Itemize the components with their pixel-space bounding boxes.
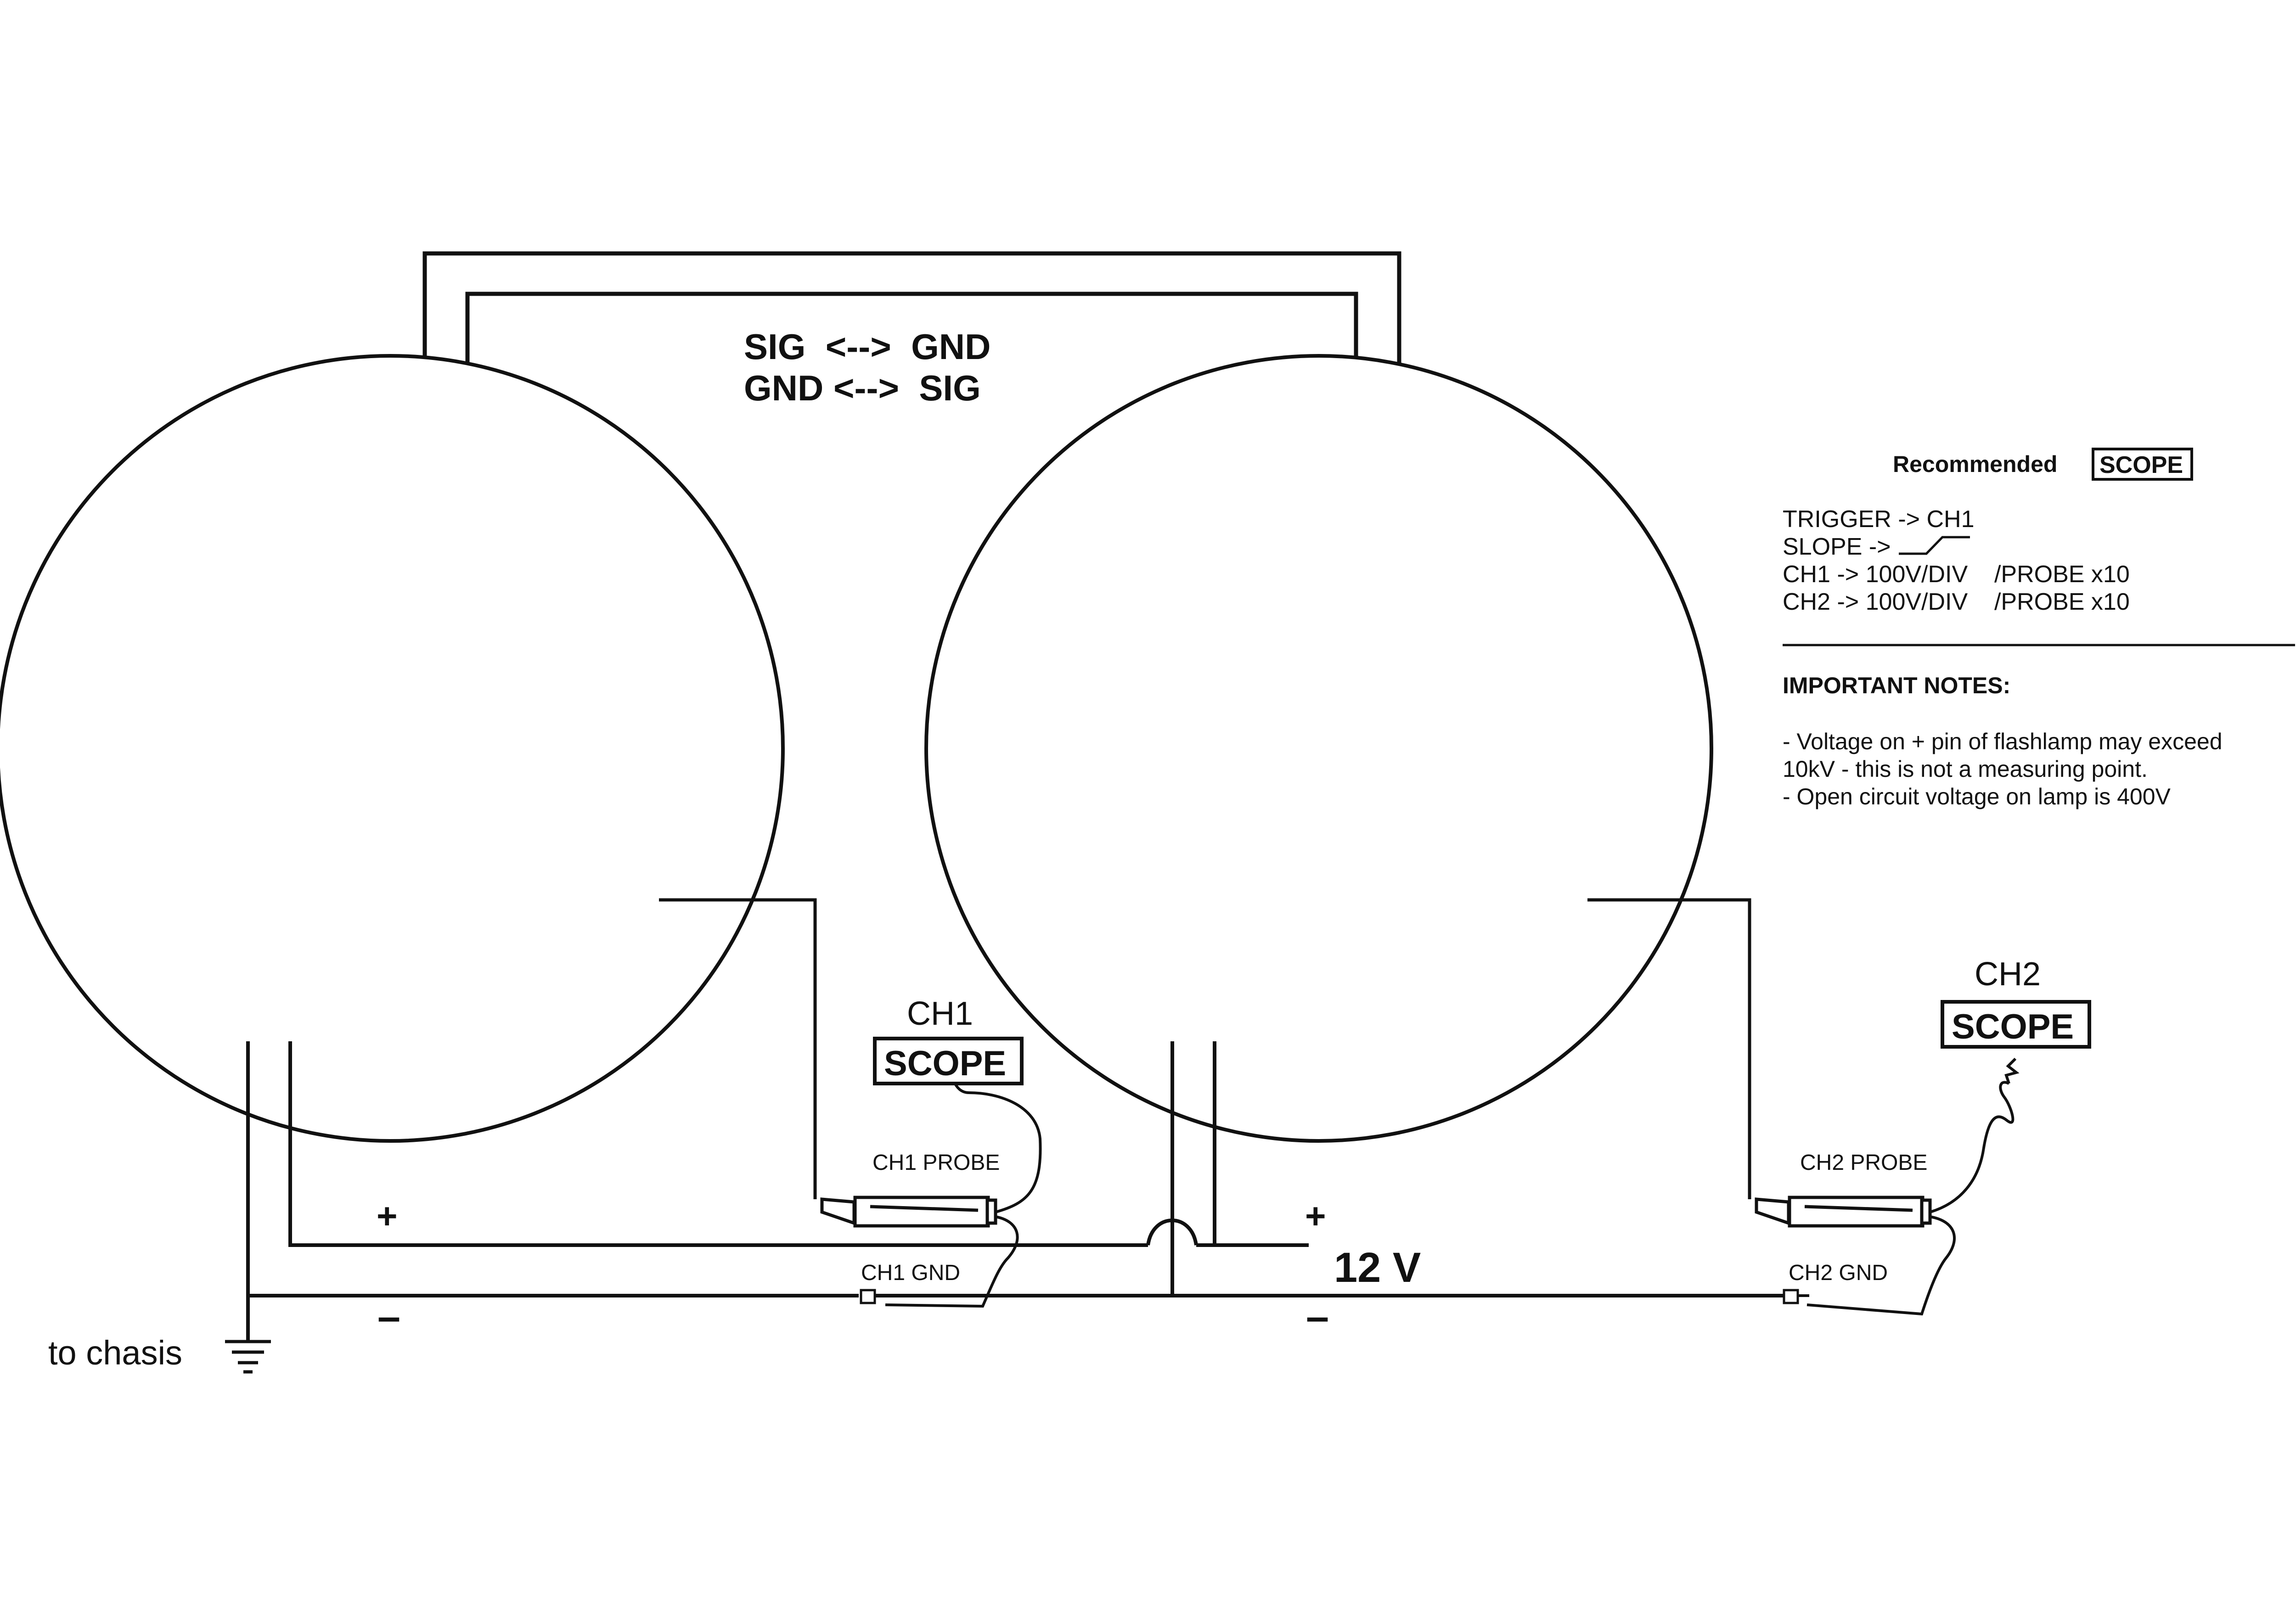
setting-trigger: TRIGGER -> CH1 xyxy=(1783,506,1975,533)
ch1-scope-label: SCOPE xyxy=(884,1044,1006,1083)
ch2-scope-box xyxy=(1941,1000,2091,1049)
plus-label-left: + xyxy=(377,1196,398,1236)
power-wiring xyxy=(246,1041,1784,1341)
notes-panel: Recommended SCOPE TRIGGER -> CH1 SLOPE -… xyxy=(1783,448,2295,809)
ch1-scope-box xyxy=(873,1037,1024,1085)
minus-label-right: – xyxy=(1306,1294,1329,1340)
flashlamp-board-left: KON2 GND SIG xyxy=(0,354,785,1143)
important-line-2: 10kV - this is not a measuring point. xyxy=(1783,756,2148,782)
ch1-title: CH1 xyxy=(907,995,973,1032)
setting-slope: SLOPE -> xyxy=(1783,534,1891,560)
plus-label-right: + xyxy=(1305,1196,1326,1236)
board-outline: KON2 GND SIG xyxy=(0,354,785,1143)
recommended-scope-label: SCOPE xyxy=(2099,452,2183,478)
setting-ch1: CH1 -> 100V/DIV /PROBE x10 xyxy=(1783,561,2130,588)
ch2-gnd-label: CH2 GND xyxy=(1789,1261,1888,1285)
minus-label-left: – xyxy=(377,1294,400,1340)
ch1-gnd-label: CH1 GND xyxy=(861,1261,960,1285)
flashlamp-board-right: KON2 GND SIG xyxy=(924,354,1713,1143)
ch1-probe-label: CH1 PROBE xyxy=(872,1151,1000,1175)
swap-label-line2: GND <--> SIG xyxy=(744,368,981,408)
ch2-scope-label: SCOPE xyxy=(1952,1007,2074,1046)
ch2-probe-label: CH2 PROBE xyxy=(1800,1151,1927,1175)
board-outline: KON2 GND SIG xyxy=(924,354,1713,1143)
voltage-label: 12 V xyxy=(1334,1244,1421,1291)
important-line-3: - Open circuit voltage on lamp is 400V xyxy=(1783,784,2171,809)
recommended-label: Recommended xyxy=(1893,451,2057,477)
recommended-scope-box xyxy=(2092,448,2193,481)
swap-label-line1: SIG <--> GND xyxy=(744,326,990,367)
ch1-probe-wiring xyxy=(659,898,1042,1308)
important-line-1: - Voltage on + pin of flashlamp may exce… xyxy=(1783,729,2223,754)
ch2-probe-wiring xyxy=(1587,898,2020,1316)
rising-edge-icon xyxy=(1899,536,1970,555)
important-title: IMPORTANT NOTES: xyxy=(1783,673,2010,698)
chassis-ground-icon xyxy=(225,1340,271,1374)
ch2-title: CH2 xyxy=(1975,956,2041,993)
chassis-label: to chasis xyxy=(48,1334,182,1372)
setting-ch2: CH2 -> 100V/DIV /PROBE x10 xyxy=(1783,589,2130,615)
